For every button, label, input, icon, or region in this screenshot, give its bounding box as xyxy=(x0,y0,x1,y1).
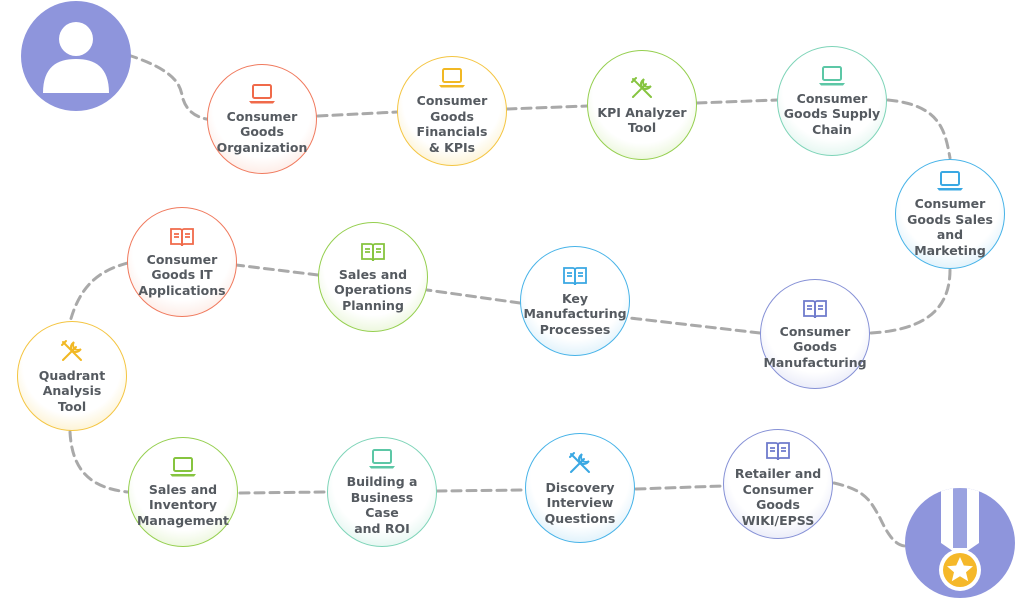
node-label: Consumer Goods Manufacturing xyxy=(763,323,867,370)
tool-discovery-interview-questions[interactable]: Discovery Interview Questions xyxy=(525,433,635,543)
course-sales-operations-planning[interactable]: Sales and Operations Planning xyxy=(318,222,428,332)
connector-quadrant-to-sales-inventory xyxy=(68,430,130,494)
connector-kpi-analyzer-to-supply-chain xyxy=(695,98,779,105)
tools-icon xyxy=(631,76,652,98)
node-label: Sales and Inventory Management xyxy=(136,481,229,528)
connector-financials-to-kpi-analyzer xyxy=(505,104,589,111)
node-label: Consumer Goods IT Applications xyxy=(138,251,226,298)
book-icon xyxy=(766,442,790,461)
tool-quadrant-analysis[interactable]: Quadrant Analysis Tool xyxy=(17,321,127,431)
medal-icon xyxy=(939,488,981,591)
connector-sop-to-it-applications xyxy=(234,263,320,277)
connector-supply-chain-to-sales-marketing xyxy=(886,98,952,160)
start-node xyxy=(21,1,131,111)
book-icon xyxy=(361,242,385,261)
laptop-icon xyxy=(249,83,275,104)
connector-manufacturing-to-key-processes xyxy=(628,316,762,335)
course-consumer-goods-organization[interactable]: Consumer Goods Organization xyxy=(207,64,317,174)
node-label: Consumer Goods Supply Chain xyxy=(783,90,881,137)
connector-sales-inventory-to-business-case xyxy=(238,490,329,495)
book-icon xyxy=(170,227,194,246)
node-label: Consumer Goods Organization xyxy=(216,108,308,155)
course-consumer-goods-supply-chain[interactable]: Consumer Goods Supply Chain xyxy=(777,46,887,156)
user-icon xyxy=(43,22,109,93)
connector-organization-to-financials xyxy=(316,110,399,118)
connector-start-to-organization xyxy=(126,53,214,122)
node-label: Sales and Operations Planning xyxy=(334,266,412,313)
course-sales-inventory-management[interactable]: Sales and Inventory Management xyxy=(128,437,238,547)
course-consumer-goods-financials-kpis[interactable]: Consumer Goods Financials & KPIs xyxy=(397,56,507,166)
course-building-business-case-roi[interactable]: Building a Business Case and ROI xyxy=(327,437,437,547)
tools-icon xyxy=(569,451,590,473)
book-icon xyxy=(803,299,827,318)
node-label: Consumer Goods Sales and Marketing xyxy=(907,196,993,258)
node-label: Retailer and Consumer Goods WIKI/EPSS xyxy=(734,466,822,528)
node-label: Quadrant Analysis Tool xyxy=(38,367,106,414)
finish-node xyxy=(905,488,1015,598)
connector-key-processes-to-sop xyxy=(425,288,522,305)
connector-it-applications-to-quadrant xyxy=(68,261,130,324)
course-consumer-goods-manufacturing[interactable]: Consumer Goods Manufacturing xyxy=(760,279,870,389)
laptop-icon xyxy=(170,456,196,477)
tool-kpi-analyzer[interactable]: KPI Analyzer Tool xyxy=(587,50,697,160)
resource-retailer-consumer-goods-wiki-epss[interactable]: Retailer and Consumer Goods WIKI/EPSS xyxy=(723,429,833,539)
course-consumer-goods-it-applications[interactable]: Consumer Goods IT Applications xyxy=(127,207,237,317)
node-label: Key Manufacturing Processes xyxy=(523,290,627,337)
connector-wiki-to-finish xyxy=(832,481,907,548)
connector-business-case-to-discovery xyxy=(435,488,527,493)
laptop-icon xyxy=(819,65,845,86)
node-label: Discovery Interview Questions xyxy=(544,479,616,526)
connector-sales-marketing-to-manufacturing xyxy=(868,268,952,335)
laptop-icon xyxy=(937,171,963,191)
node-label: KPI Analyzer Tool xyxy=(597,104,687,136)
connector-discovery-to-wiki xyxy=(634,484,725,491)
laptop-icon xyxy=(439,68,465,88)
course-consumer-goods-sales-marketing[interactable]: Consumer Goods Sales and Marketing xyxy=(895,159,1005,269)
node-label: Consumer Goods Financials & KPIs xyxy=(416,93,488,155)
tools-icon xyxy=(61,339,82,361)
laptop-icon xyxy=(369,449,395,469)
node-label: Building a Business Case and ROI xyxy=(346,474,418,536)
book-icon xyxy=(563,266,587,285)
course-key-manufacturing-processes[interactable]: Key Manufacturing Processes xyxy=(520,246,630,356)
